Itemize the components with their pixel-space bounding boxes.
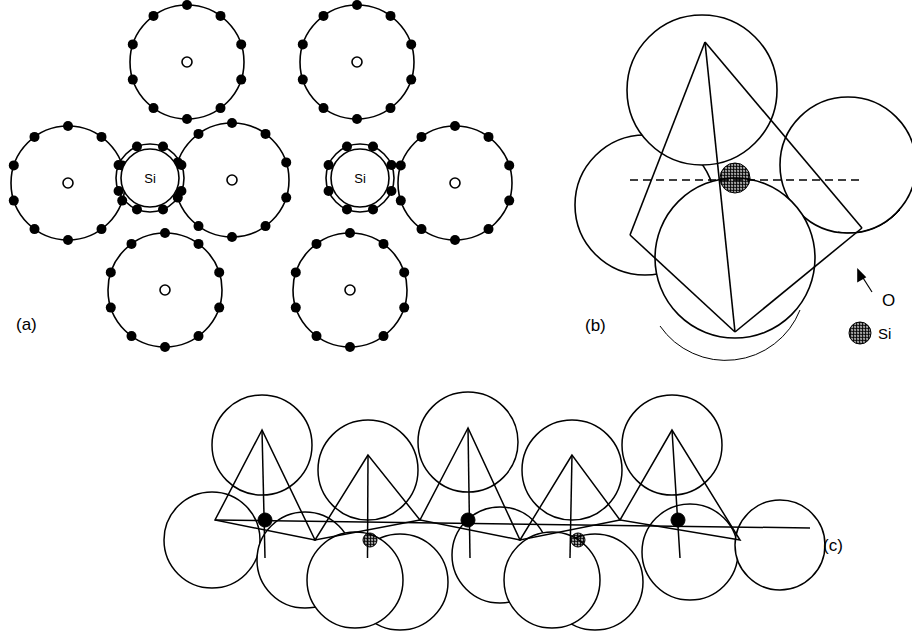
silicon-circle: Si bbox=[330, 148, 390, 208]
atom-label: Si bbox=[144, 171, 156, 186]
panel-label: (b) bbox=[585, 317, 606, 334]
atom-label: Si bbox=[354, 171, 366, 186]
legend-text: Si bbox=[878, 326, 891, 341]
panel-label: (c) bbox=[823, 537, 843, 554]
panel-label: O bbox=[882, 292, 895, 309]
panel-label: (a) bbox=[16, 316, 37, 333]
silicon-circle: Si bbox=[120, 148, 180, 208]
